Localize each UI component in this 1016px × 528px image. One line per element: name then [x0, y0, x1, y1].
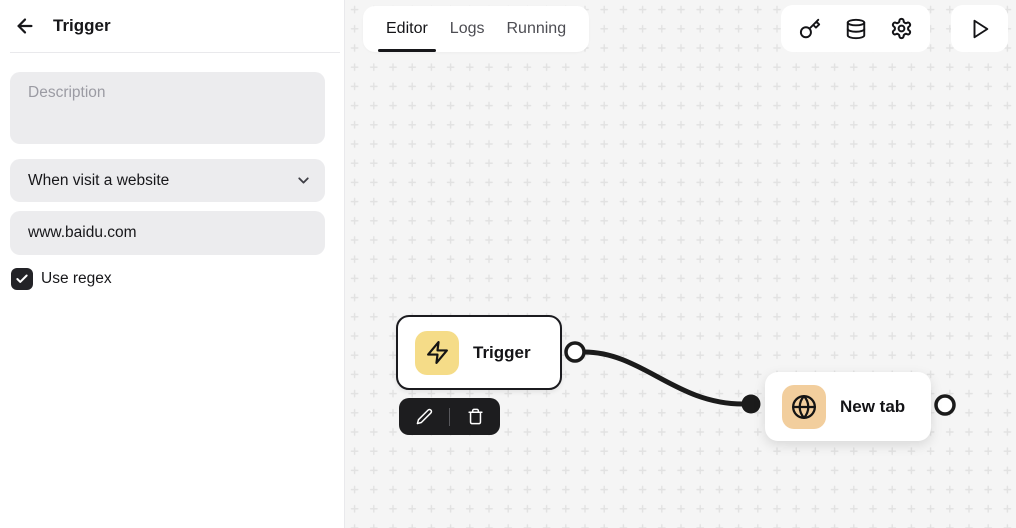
check-icon — [16, 274, 28, 283]
node-trigger-label: Trigger — [473, 342, 531, 362]
sidebar-header: Trigger — [0, 0, 344, 52]
node-toolbar — [399, 398, 500, 435]
workflow-canvas[interactable]: Editor Logs Running — [345, 0, 1016, 528]
newtab-input-handle[interactable] — [741, 394, 761, 414]
trigger-output-handle[interactable] — [564, 341, 586, 363]
node-trigger[interactable]: Trigger — [396, 315, 562, 390]
play-icon — [973, 19, 988, 38]
back-button[interactable] — [12, 13, 38, 39]
gear-icon — [891, 17, 912, 40]
trigger-type-value: When visit a website — [28, 171, 170, 189]
node-new-tab-label: New tab — [840, 396, 906, 416]
use-regex-label: Use regex — [41, 270, 112, 287]
tab-logs[interactable]: Logs — [439, 6, 496, 52]
canvas-toolbar — [781, 5, 930, 52]
delete-node-button[interactable] — [465, 407, 485, 427]
sidebar: Trigger When visit a website Use regex — [0, 0, 345, 528]
key-icon — [799, 18, 820, 38]
edit-node-button[interactable] — [414, 407, 434, 427]
tab-editor-label: Editor — [386, 20, 428, 37]
run-button[interactable] — [951, 5, 1008, 52]
active-tab-underline — [378, 49, 436, 52]
settings-button[interactable] — [890, 17, 913, 40]
tab-running[interactable]: Running — [496, 6, 578, 52]
key-button[interactable] — [798, 17, 821, 40]
connection-layer — [564, 341, 956, 416]
use-regex-row[interactable]: Use regex — [10, 268, 325, 290]
sidebar-body: When visit a website Use regex — [0, 53, 344, 290]
tab-editor[interactable]: Editor — [375, 6, 439, 52]
connection-edge[interactable] — [581, 349, 746, 407]
storage-button[interactable] — [844, 17, 867, 40]
arrow-left-icon — [17, 18, 33, 34]
chevron-down-icon — [295, 172, 312, 189]
sidebar-divider — [10, 52, 340, 53]
panel-title: Trigger — [53, 16, 111, 35]
view-tabs: Editor Logs Running — [363, 6, 590, 52]
newtab-output-handle[interactable] — [934, 394, 956, 416]
website-url-input[interactable] — [10, 211, 325, 255]
use-regex-checkbox[interactable] — [11, 268, 33, 290]
toolbar-separator — [449, 407, 450, 426]
globe-icon — [782, 384, 826, 429]
database-icon — [846, 18, 865, 39]
trigger-type-select[interactable]: When visit a website — [10, 159, 325, 202]
trash-icon — [467, 408, 483, 425]
zap-icon — [415, 330, 459, 375]
description-input[interactable] — [10, 72, 325, 144]
pencil-icon — [416, 408, 432, 425]
tab-logs-label: Logs — [449, 20, 485, 37]
tab-running-label: Running — [506, 20, 567, 37]
node-new-tab[interactable]: New tab — [765, 372, 931, 441]
